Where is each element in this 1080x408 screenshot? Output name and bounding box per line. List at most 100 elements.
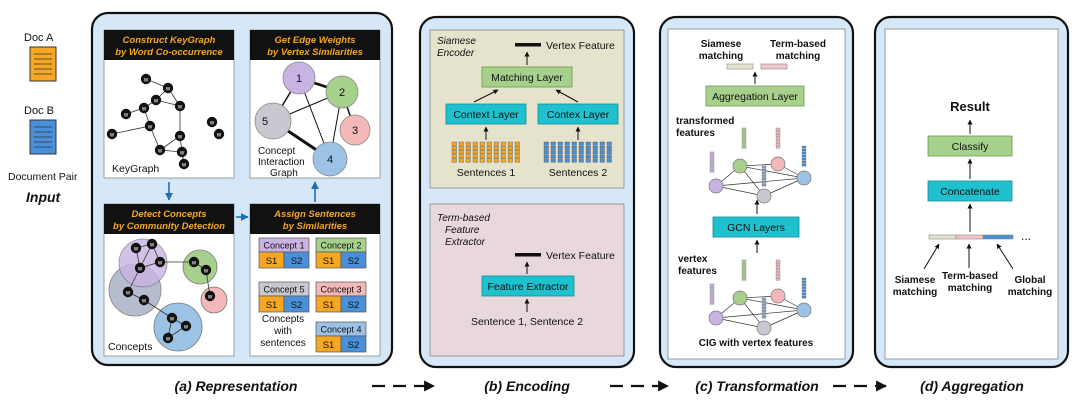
cig-node-5 xyxy=(254,102,292,140)
cig-vertex xyxy=(770,288,786,304)
siamese-output-bar xyxy=(726,63,754,70)
matching-layer-label: Matching Layer xyxy=(491,72,563,84)
cig-vertex xyxy=(796,170,812,186)
token-column xyxy=(550,141,556,163)
cig-vertex xyxy=(708,178,724,194)
doc-a-icon xyxy=(29,46,57,82)
word-node-label: w xyxy=(181,162,187,168)
detect-header-line2: by Community Detection xyxy=(113,221,225,232)
token-column xyxy=(465,141,471,163)
word-node-label: w xyxy=(191,260,197,266)
sentences-1-label: Sentences 1 xyxy=(457,167,516,179)
concept-word-node: w xyxy=(166,312,178,324)
word-node-label: w xyxy=(165,86,171,92)
word-node-label: w xyxy=(209,120,215,126)
siamese-title-line2: Encoder xyxy=(437,48,475,59)
feature-extractor-label: Feature Extractor xyxy=(487,281,569,293)
concept-card-title: Concept 2 xyxy=(320,241,361,251)
token-column xyxy=(557,141,563,163)
sentence-pair-label: Sentence 1, Sentence 2 xyxy=(471,316,583,328)
concept-card-title: Concept 4 xyxy=(320,325,361,335)
context-layer-1 xyxy=(445,103,527,125)
gcn-layers-label: GCN Layers xyxy=(727,222,785,234)
cig-node-4-label: 4 xyxy=(327,154,333,166)
cig-node-4 xyxy=(312,141,348,177)
representation-panel: Construct KeyGraph by Word Co-occurrence… xyxy=(90,11,394,367)
construct-header-line1: Construct KeyGraph xyxy=(123,35,216,46)
vertex-feature-bar xyxy=(515,43,541,47)
token-column xyxy=(479,141,485,163)
cig-node-1 xyxy=(282,61,316,95)
caption-aggregation: (d) Aggregation xyxy=(920,378,1024,394)
concept-word-node: w xyxy=(204,290,216,302)
word-node-label: w xyxy=(141,106,147,112)
word-node-label: w xyxy=(153,98,159,104)
concept-word-node: w xyxy=(162,332,174,344)
sentence-1-chip: S1 xyxy=(323,340,335,351)
feature-vector xyxy=(741,127,747,149)
cig-vertex xyxy=(732,158,748,174)
cig-label-line3: Graph xyxy=(270,168,298,179)
edge-header-line1: Get Edge Weights xyxy=(274,35,355,46)
cig-vertex xyxy=(708,310,724,326)
sentence-1-chip: S1 xyxy=(266,300,278,311)
agg-term-line2: matching xyxy=(948,283,992,294)
word-node-label: w xyxy=(143,77,149,83)
word-node-label: w xyxy=(177,104,183,110)
feature-extractor xyxy=(481,275,575,297)
agg-global-line2: matching xyxy=(1008,287,1052,298)
word-node-label: w xyxy=(133,246,139,252)
concept-word-node: w xyxy=(134,262,146,274)
token-column xyxy=(500,141,506,163)
word-node-label: w xyxy=(165,336,171,342)
transformed-features-line1: transformed xyxy=(676,116,734,127)
token-column xyxy=(585,141,591,163)
token-column xyxy=(493,141,499,163)
feature-vector xyxy=(709,151,715,173)
construct-header-line2: by Word Co-occurrence xyxy=(115,47,223,58)
token-column xyxy=(451,141,457,163)
cig-node-5-label: 5 xyxy=(262,116,268,128)
token-column xyxy=(592,141,598,163)
matching-layer xyxy=(481,66,573,88)
feature-vector xyxy=(709,283,715,305)
word-node-label: w xyxy=(169,316,175,322)
caption-representation: (a) Representation xyxy=(175,378,298,394)
community-2 xyxy=(182,249,218,285)
result-label: Result xyxy=(950,99,990,114)
vertex-features-line2: features xyxy=(678,266,717,277)
concept-card-title: Concept 3 xyxy=(320,285,361,295)
concepts-label: Concepts xyxy=(108,341,152,353)
concept-word-node: w xyxy=(146,238,158,250)
word-node-label: w xyxy=(137,266,143,272)
concept-word-node: w xyxy=(130,242,142,254)
keygraph-word-node: w xyxy=(178,158,190,170)
sentences-2-label: Sentences 2 xyxy=(549,167,608,179)
word-node-label: w xyxy=(147,124,153,130)
concatenate-label: Concatenate xyxy=(940,186,1000,198)
word-node-label: w xyxy=(149,242,155,248)
vertex-feature-graph xyxy=(708,259,812,336)
cig-node-2 xyxy=(325,75,359,109)
concept-word-node: w xyxy=(200,264,212,276)
keygraph-word-node: w xyxy=(138,102,150,114)
feature-vector xyxy=(801,145,807,167)
classify-label: Classify xyxy=(952,141,990,153)
keygraph-word-node: w xyxy=(174,100,186,112)
siamese-matching-line1: Siamese xyxy=(701,39,742,50)
concept-word-node: w xyxy=(154,256,166,268)
token-column xyxy=(472,141,478,163)
keygraph-word-node: w xyxy=(213,128,225,140)
term-title-line2: Feature xyxy=(445,225,480,236)
sentence-2-chip: S2 xyxy=(348,256,360,267)
concept-word-node: w xyxy=(180,320,192,332)
detect-header-line1: Detect Concepts xyxy=(132,209,207,220)
feature-vector xyxy=(775,259,781,281)
cig-node-2-label: 2 xyxy=(339,87,345,99)
aggregation-layer xyxy=(705,85,805,107)
